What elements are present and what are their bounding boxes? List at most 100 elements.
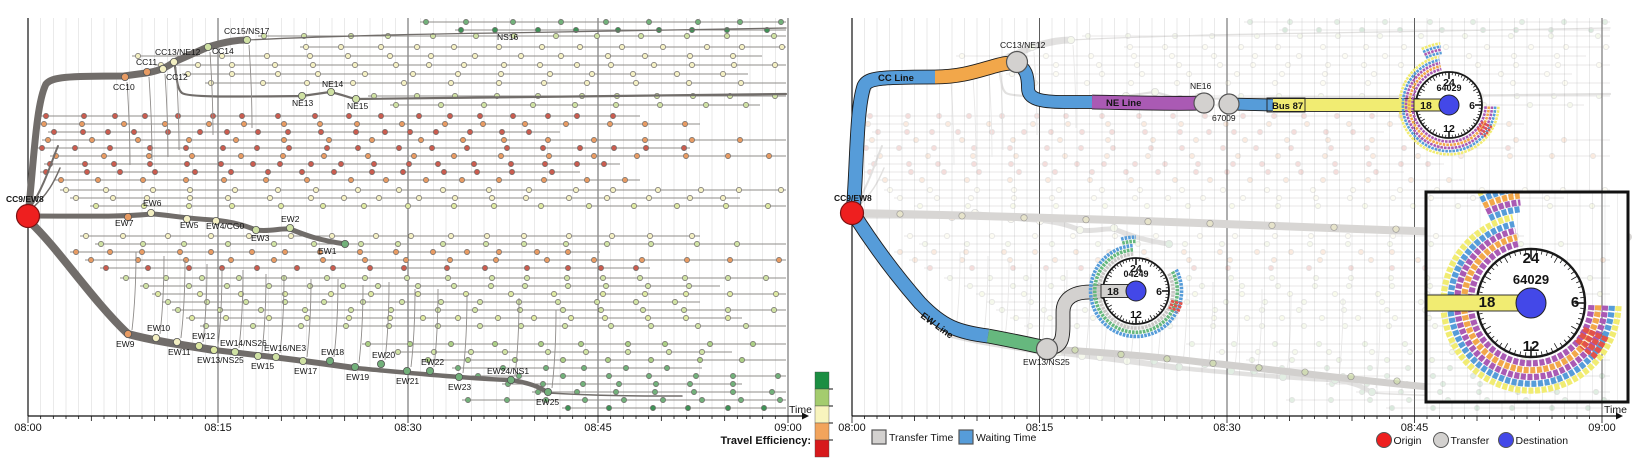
transfer-node[interactable] — [1005, 50, 1029, 74]
origin-node-right[interactable] — [839, 200, 865, 226]
station-label: EW2 — [281, 214, 300, 224]
axis-tick-label: 08:45 — [1401, 422, 1429, 434]
station-node — [151, 333, 160, 342]
transfer-node[interactable] — [1193, 92, 1215, 114]
axis-tick-label: 08:30 — [394, 422, 422, 434]
station-label: EW6 — [143, 198, 162, 208]
station-node — [146, 208, 155, 217]
station-label: EW4/CG0 — [206, 221, 245, 231]
station-node — [182, 214, 191, 223]
station-label: EW12 — [192, 331, 215, 341]
station-node — [203, 43, 212, 52]
station-node — [253, 351, 262, 360]
destination-node[interactable] — [1515, 287, 1547, 319]
station-label: EW16/NE3 — [264, 343, 306, 353]
journey-band-bandorange[interactable] — [934, 56, 1017, 84]
clock-numeral-24: 24 — [1443, 77, 1455, 89]
station-label: CC11 — [136, 57, 157, 67]
legend-swatch — [871, 429, 887, 445]
destination-id-label: 64029 — [1513, 272, 1549, 287]
station-node — [124, 212, 133, 221]
station-label: EW25 — [536, 397, 559, 407]
legend-label: Transfer Time — [889, 432, 954, 444]
clock-numeral-24: 24 — [1130, 263, 1142, 275]
station-label: CC12 — [166, 72, 188, 82]
station-label: EW14/NS26 — [220, 338, 267, 348]
station-node — [211, 216, 220, 225]
clock-numeral-18: 18 — [1420, 100, 1432, 112]
station-label: CC15/NS17 — [224, 26, 270, 36]
transfer-node[interactable] — [1218, 93, 1240, 115]
station-label: EW15 — [251, 361, 274, 371]
axis-tick-label: 09:00 — [1588, 422, 1616, 434]
axis-tick-label: 08:00 — [838, 422, 866, 434]
station-node — [425, 366, 434, 375]
destination-id-label: 04249 — [1123, 269, 1148, 279]
station-node — [402, 366, 411, 375]
station-label: NE15 — [347, 101, 369, 111]
station-node — [350, 362, 359, 371]
destination-node[interactable] — [1438, 94, 1460, 116]
station-label: NE13 — [292, 98, 314, 108]
destination-node[interactable] — [1125, 280, 1147, 302]
time-axis-label: Time — [789, 404, 812, 416]
time-axis-arrow — [1616, 412, 1623, 420]
station-node — [1109, 223, 1118, 232]
station-label: EW23 — [448, 382, 471, 392]
station-label: CC13/NE12 — [155, 47, 201, 57]
origin-label: CC9/EW8 — [6, 194, 44, 204]
station-node — [1174, 362, 1183, 371]
route-label: Bus 87 — [1272, 101, 1303, 112]
station-node — [1122, 356, 1131, 365]
clock-numeral-6: 6 — [1156, 286, 1162, 298]
station-label: EW22 — [421, 357, 444, 367]
travel-efficiency-legend: Travel Efficiency: — [721, 371, 833, 458]
station-node — [506, 375, 515, 384]
transfer-label: CC13/NE12 — [1000, 40, 1046, 50]
station-node — [1066, 36, 1075, 45]
station-label: EW21 — [396, 376, 419, 386]
transfer-node[interactable] — [1035, 337, 1059, 361]
station-node — [169, 58, 178, 67]
journey-band-blue[interactable] — [1012, 57, 1092, 108]
station-node — [230, 347, 239, 356]
colorbar-segment — [814, 439, 830, 458]
legend-swatch — [958, 429, 974, 445]
station-node — [142, 68, 151, 77]
clock-numeral-18: 18 — [1107, 286, 1119, 298]
station-node — [1164, 239, 1173, 248]
journey-band-bandgray[interactable] — [1046, 284, 1137, 355]
station-node — [285, 223, 294, 232]
station-node — [242, 36, 251, 45]
time-axis-label: Time — [1604, 404, 1627, 416]
station-label: EW24/NS1 — [487, 366, 529, 376]
colorbar-segment — [814, 371, 830, 390]
station-node — [454, 372, 463, 381]
station-node — [172, 337, 181, 346]
colorbar-segment — [814, 422, 830, 441]
origin-node[interactable] — [15, 203, 41, 229]
journey-band-blue[interactable] — [847, 209, 989, 343]
destination-id-label: 64029 — [1436, 83, 1461, 93]
axis-tick-label: 08:15 — [1026, 422, 1054, 434]
legend-label: Destination — [1516, 435, 1569, 447]
journey-band-blue[interactable] — [846, 70, 936, 214]
station-label: EW10 — [147, 323, 170, 333]
station-label: EW13/NS25 — [197, 355, 244, 365]
station-node — [121, 73, 130, 82]
route-label: CC Line — [878, 73, 914, 84]
transfer-label: EW13/NS25 — [1023, 357, 1070, 367]
clock-entry-band — [1426, 294, 1532, 312]
station-label: EW18 — [321, 347, 344, 357]
station-node — [1368, 387, 1377, 396]
station-node — [209, 345, 218, 354]
station-label: NS16 — [497, 32, 519, 42]
legend-label: Transfer — [1451, 435, 1490, 447]
